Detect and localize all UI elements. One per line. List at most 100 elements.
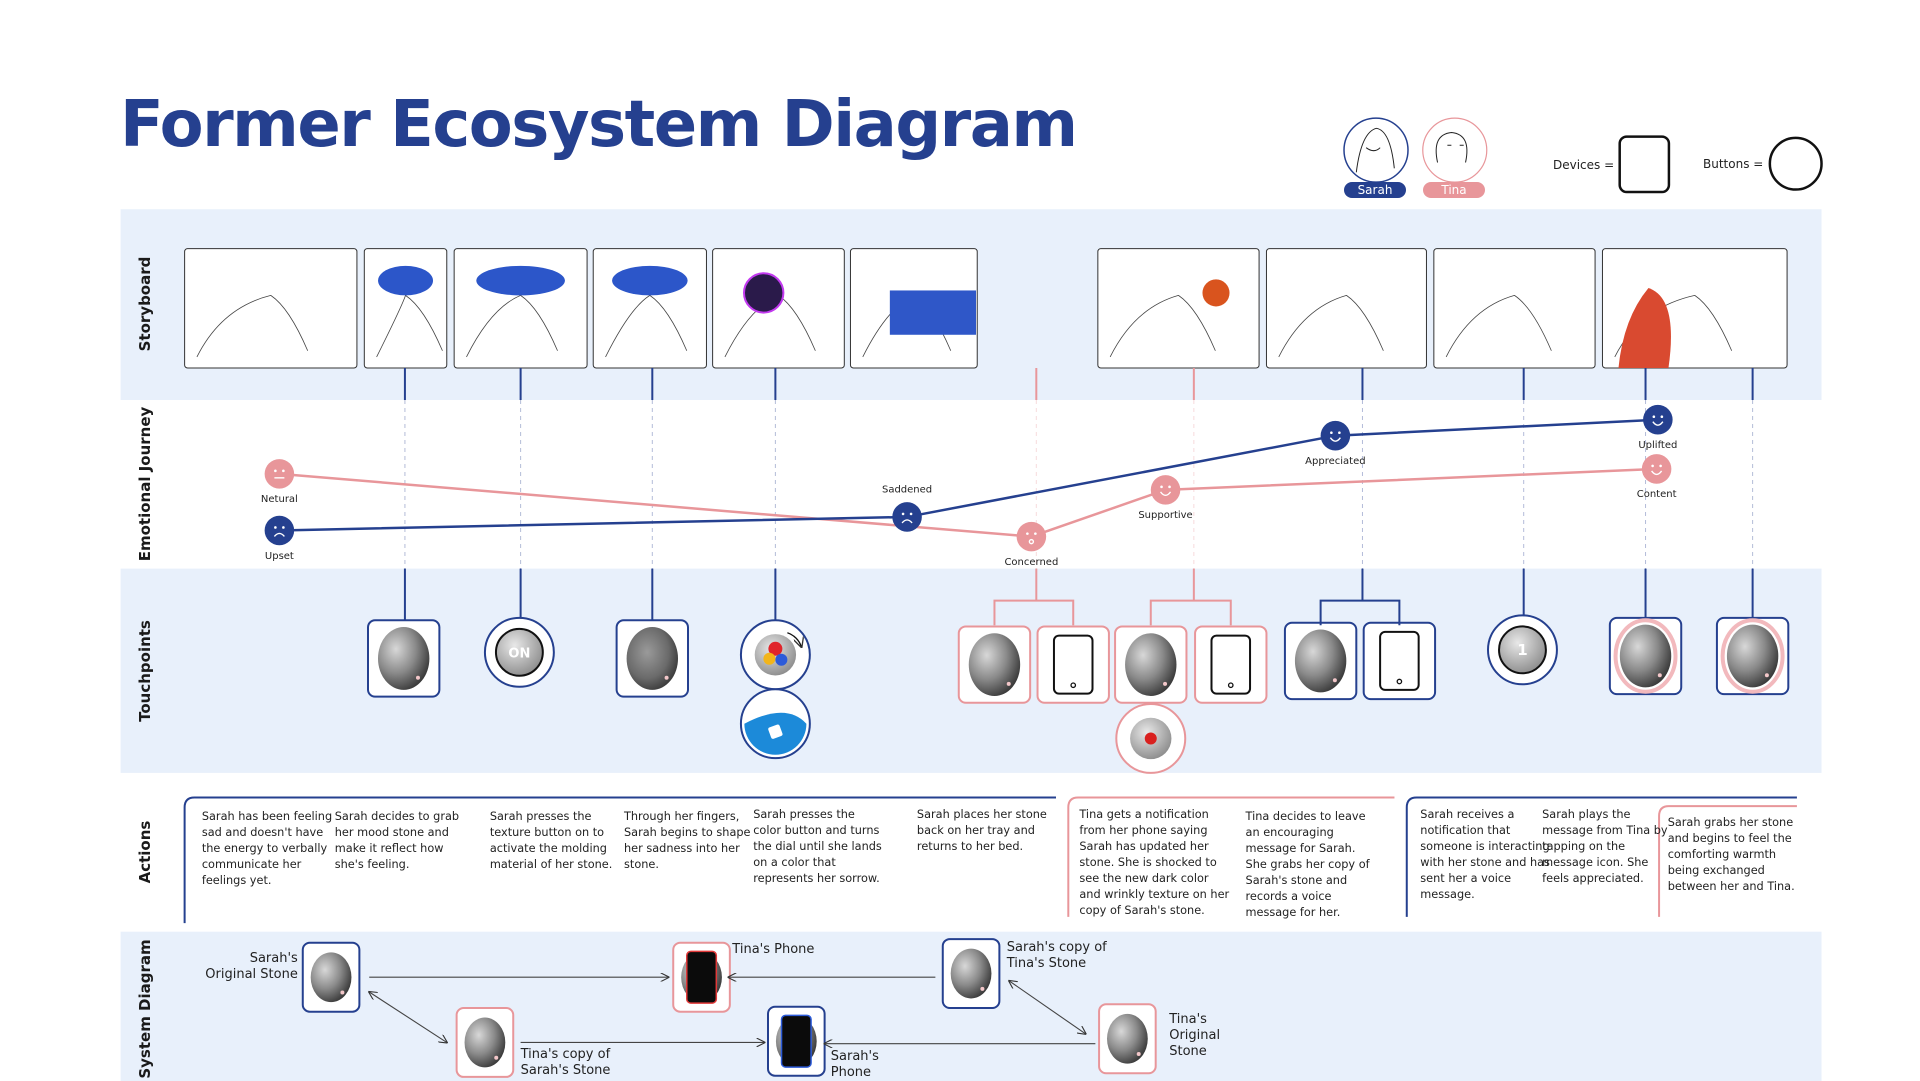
action-step-10: Sarah plays the message from Tina by tap… [1542, 808, 1668, 886]
system-node-label: Sarah's Phone [830, 1048, 879, 1080]
emotion-label: Uplifted [1638, 440, 1677, 451]
stone-icon [1726, 624, 1779, 688]
surprised-face-icon [1016, 521, 1047, 552]
row-label-emotional-journey: Emotional Journey [136, 406, 155, 561]
eye [274, 469, 277, 473]
touchpoint-warm-stone [1608, 616, 1683, 696]
sarah-emotion-appreciated: Appreciated [1305, 420, 1366, 467]
stone-indicator [664, 675, 669, 680]
sad-face-icon [892, 502, 922, 532]
stone-indicator [1136, 1052, 1141, 1057]
emotion-label: Upset [265, 551, 294, 562]
storyboard-sketch [1109, 294, 1216, 358]
eye [274, 526, 277, 529]
storyboard-hair-sketch [1618, 288, 1671, 368]
eye [1660, 415, 1664, 418]
sarah-emotion-line [279, 418, 1658, 532]
touchpoint-stone [367, 619, 441, 698]
eye [1651, 464, 1654, 468]
dial-knob [768, 724, 783, 739]
storyboard-stone-sketch [476, 265, 565, 296]
action-group-bracket [1658, 805, 1797, 917]
button-icon [1498, 625, 1547, 675]
storyboard-sketch [1278, 294, 1384, 358]
action-group-bracket [183, 796, 1056, 924]
storyboard-sketch [376, 294, 443, 358]
eye [1168, 485, 1171, 489]
storyboard-frame-7 [1097, 248, 1260, 369]
sarah-emotion-upset: Upset [264, 515, 295, 562]
phone-home-button [1227, 682, 1234, 689]
happy-face-icon [1150, 475, 1181, 505]
storyboard-tina-hair-sketch [1202, 279, 1230, 307]
emotion-label: Netural [261, 494, 298, 505]
touchpoint-phone [1194, 625, 1268, 704]
stone-indicator [1764, 673, 1769, 678]
phone-icon [1052, 634, 1094, 695]
touchpoint-warm-stone [1715, 616, 1790, 696]
action-step-8: Tina decides to leave an encouraging mes… [1245, 809, 1370, 919]
system-node [672, 941, 731, 1013]
touchpoint-phone [1362, 621, 1437, 701]
storyboard-stone-sketch [612, 265, 688, 296]
action-step-6: Sarah places her stone back on her tray … [916, 808, 1047, 854]
button-label: 1 [1517, 641, 1527, 659]
neutral-face-icon [264, 459, 295, 489]
storyboard-sketch [466, 294, 558, 358]
stone-indicator [980, 986, 985, 991]
emotion-label: Supportive [1138, 510, 1192, 521]
phone-home-button [1070, 682, 1077, 689]
tina-emotion-content: Content [1637, 454, 1677, 500]
happy-face-icon [1641, 454, 1672, 484]
touchpoint-dial-button [739, 688, 811, 760]
storyboard-sketch [196, 294, 309, 358]
touchpoint-group-bracket [1319, 599, 1401, 626]
page-title: Former Ecosystem Diagram [120, 88, 1078, 162]
stone-icon [1125, 633, 1177, 697]
storyboard-frame-9 [1433, 248, 1596, 369]
button-icon [494, 627, 544, 677]
touchpoint-group-bracket [1149, 599, 1232, 626]
action-step-3: Sarah presses the texture button on to a… [489, 809, 613, 871]
stone-icon [377, 627, 430, 690]
row-label-system-diagram: System Diagram [136, 939, 155, 1079]
stone-icon [464, 1017, 506, 1068]
sad-face-icon [264, 515, 295, 546]
stone-icon [626, 627, 679, 690]
stone-indicator [1332, 678, 1337, 683]
stone-indicator [494, 1055, 499, 1060]
system-node-label: Sarah's Original Stone [205, 951, 298, 983]
storyboard-tray-sketch [889, 290, 976, 335]
action-step-11: Sarah grabs her stone and begins to feel… [1667, 815, 1795, 893]
row-label-touchpoints: Touchpoints [136, 619, 155, 722]
phone-home-button [1396, 678, 1403, 685]
sarah-avatar-sketch [1355, 127, 1395, 173]
system-node [767, 1005, 826, 1077]
mouth [901, 519, 913, 524]
sarah-emotion-uplifted: Uplifted [1638, 404, 1677, 451]
stone-icon [1619, 624, 1672, 688]
stone-indicator [1657, 673, 1662, 678]
eye [1338, 431, 1341, 434]
red-dot [768, 641, 783, 656]
persona-tina-badge: Tina [1423, 182, 1485, 198]
record-dot-icon [1144, 732, 1157, 745]
eye [282, 526, 285, 529]
row-label-storyboard: Storyboard [136, 256, 155, 352]
legend-devices-label: Devices = [1553, 158, 1615, 172]
yellow-dot [763, 652, 776, 665]
system-arrow [1009, 981, 1085, 1034]
storyboard-sketch [605, 294, 688, 358]
action-step-9: Sarah receives a notification that someo… [1420, 808, 1550, 902]
storyboard-frame-1 [184, 248, 358, 369]
phone-icon [1379, 630, 1420, 691]
phone-icon [1210, 634, 1252, 695]
touchpoint-button: 1 [1487, 614, 1558, 686]
sarah-emotion-saddened: Saddened [882, 484, 932, 532]
emotion-label: Content [1637, 489, 1677, 500]
system-node [301, 941, 361, 1013]
system-node [455, 1007, 515, 1078]
eye [901, 512, 905, 516]
